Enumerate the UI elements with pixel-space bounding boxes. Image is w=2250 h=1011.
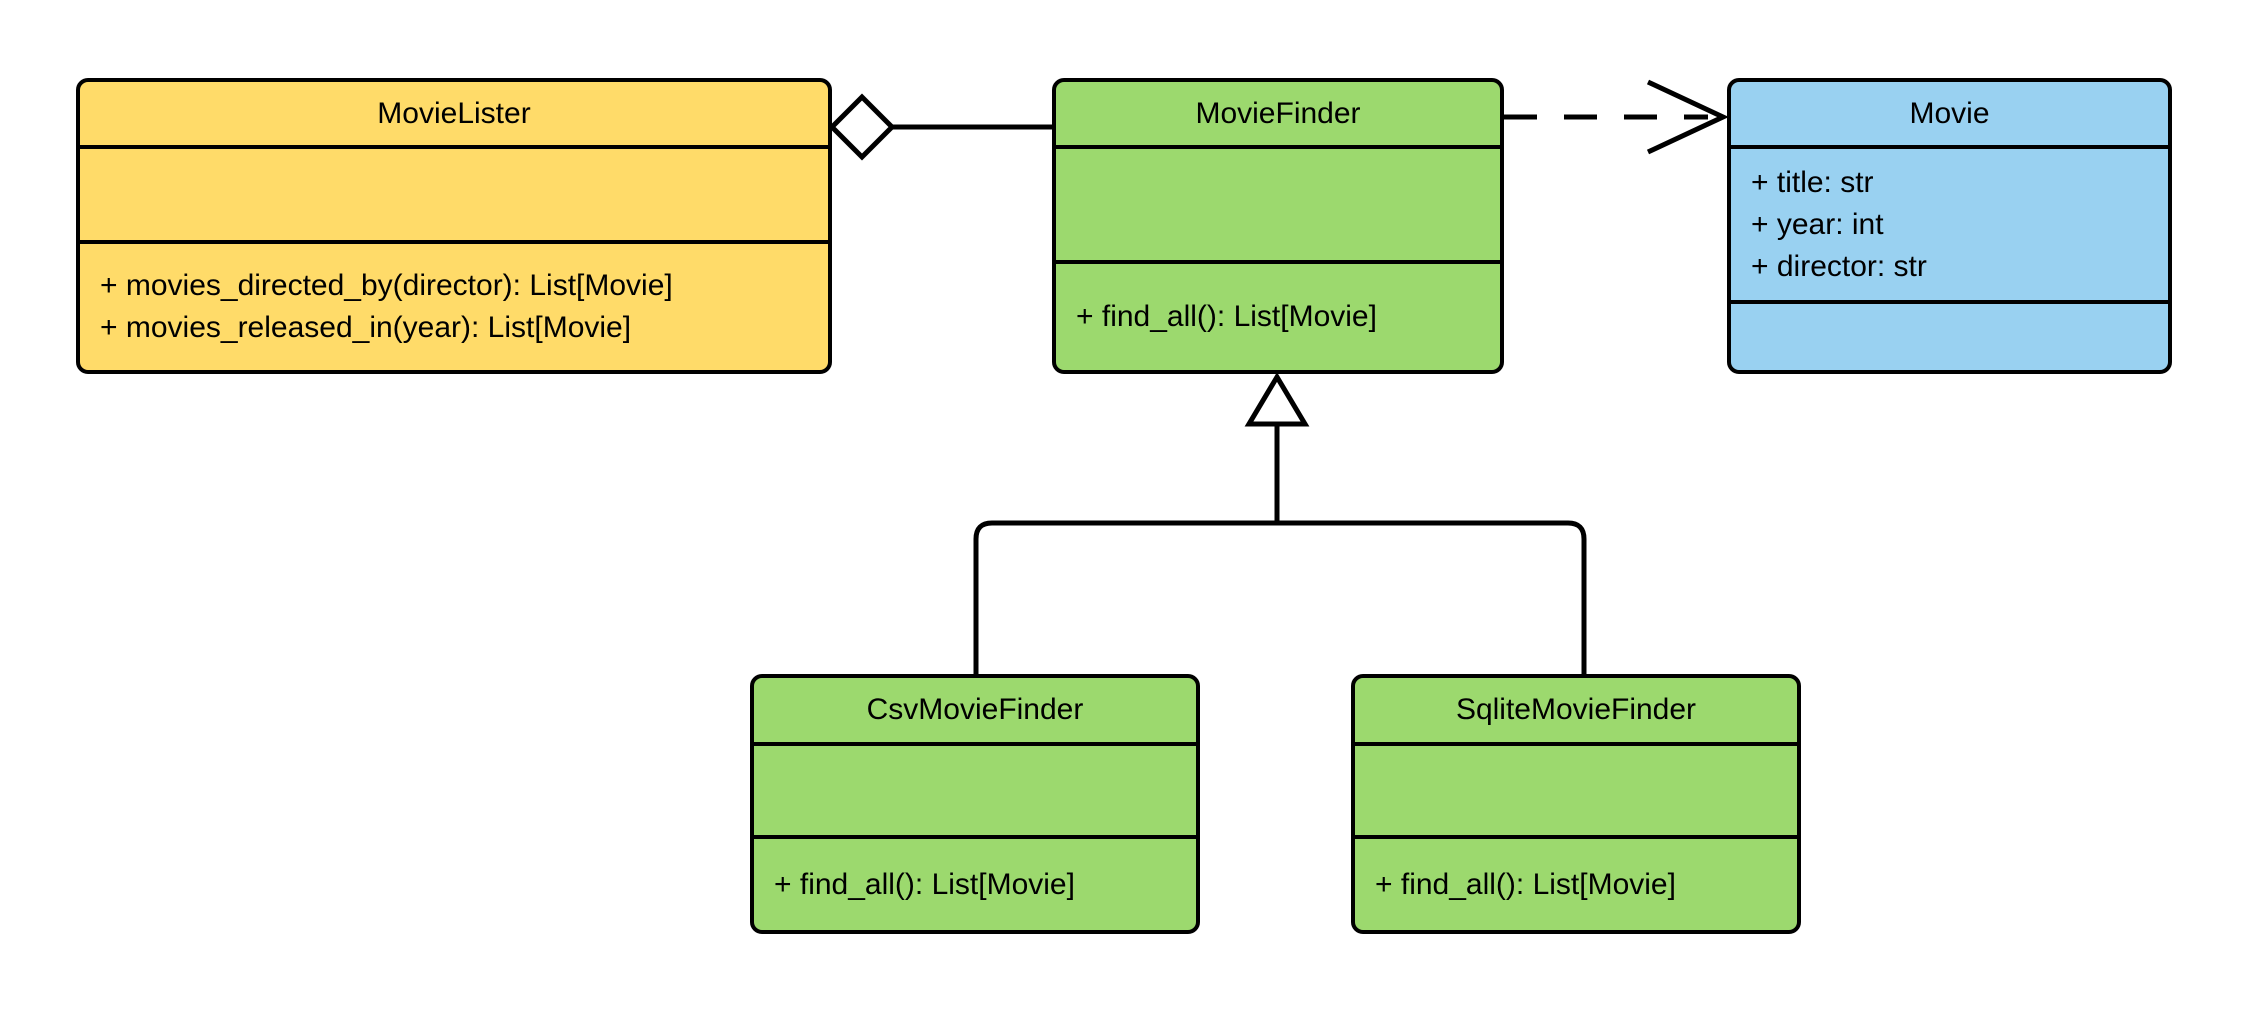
method-line: + movies_released_in(year): List[Movie] [100, 311, 632, 344]
class-methods-movie [1731, 300, 2168, 370]
attribute-line: + year: int [1751, 207, 1884, 241]
method-line: + movies_directed_by(director): List[Mov… [100, 269, 673, 302]
method-line: + find_all(): List[Movie] [774, 867, 1075, 901]
method-line: + find_all(): List[Movie] [1076, 300, 1377, 333]
class-methods-moviefinder: + find_all(): List[Movie] [1056, 260, 1500, 370]
dependency-open-arrow-icon [1646, 79, 1729, 155]
class-box-movie: Movie + title: str + year: int + directo… [1727, 78, 2172, 374]
class-box-movielister: MovieLister + movies_directed_by(directo… [76, 78, 832, 374]
class-title-movie: Movie [1909, 96, 1990, 130]
dependency-connector-moviefinder-movie [1504, 79, 1729, 155]
aggregation-connector-movielister-moviefinder [828, 93, 1052, 161]
class-title-sqlitemoviefinder: SqliteMovieFinder [1455, 693, 1697, 726]
class-methods-csvmoviefinder: + find_all(): List[Movie] [754, 835, 1196, 930]
class-box-csvmoviefinder: CsvMovieFinder + find_all(): List[Movie] [750, 674, 1200, 934]
class-title-movielister: MovieLister [377, 96, 531, 130]
class-attributes-movielister [80, 145, 828, 240]
class-methods-sqlitemoviefinder: + find_all(): List[Movie] [1355, 835, 1797, 930]
class-box-sqlitemoviefinder: SqliteMovieFinder + find_all(): List[Mov… [1351, 674, 1801, 934]
class-title-csvmoviefinder: CsvMovieFinder [866, 693, 1084, 726]
class-title-moviefinder: MovieFinder [1195, 96, 1361, 130]
class-box-moviefinder: MovieFinder + find_all(): List[Movie] [1052, 78, 1504, 374]
generalization-branch-sqlite [1277, 520, 1587, 674]
class-attributes-moviefinder [1056, 145, 1500, 260]
attribute-line: + title: str [1751, 165, 1874, 199]
aggregation-diamond-icon [828, 93, 896, 161]
generalization-triangle-icon [1244, 372, 1310, 427]
method-line: + find_all(): List[Movie] [1375, 867, 1676, 901]
class-attributes-csvmoviefinder [754, 742, 1196, 835]
generalization-connector-children-moviefinder [973, 372, 1587, 674]
attribute-line: + director: str [1751, 249, 1927, 283]
class-attributes-sqlitemoviefinder [1355, 742, 1797, 835]
class-attributes-movie: + title: str + year: int + director: str [1731, 145, 2168, 300]
class-methods-movielister: + movies_directed_by(director): List[Mov… [80, 240, 828, 370]
generalization-branch-csv [973, 520, 1277, 674]
